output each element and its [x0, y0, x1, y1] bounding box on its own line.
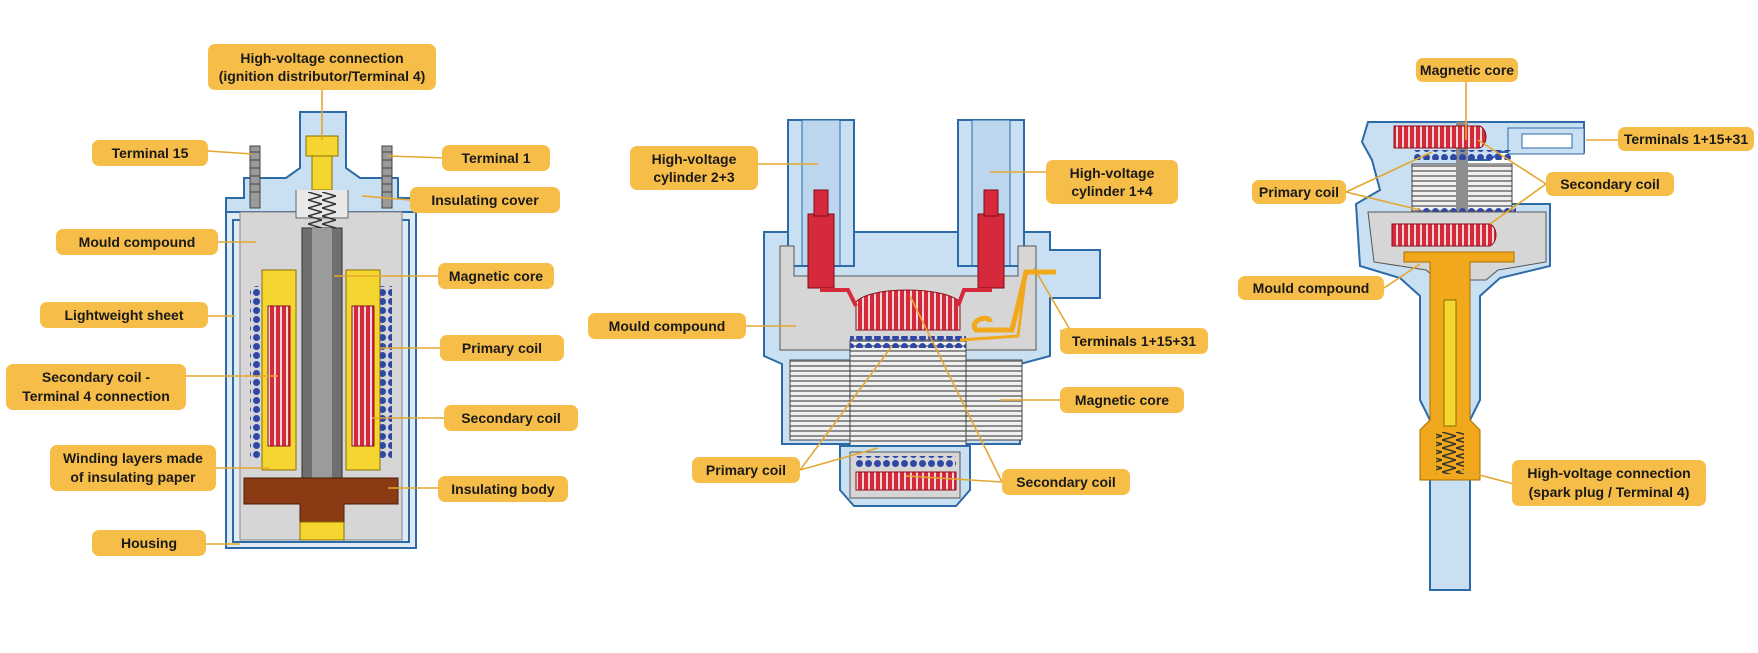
left-terminal-15-thread [250, 151, 260, 193]
svg-text:(spark plug / Terminal 4): (spark plug / Terminal 4) [1529, 484, 1690, 500]
svg-text:Winding layers made: Winding layers made [63, 450, 203, 466]
svg-text:Secondary coil: Secondary coil [461, 410, 561, 426]
mid-pin-right-top [983, 189, 999, 217]
svg-text:Secondary coil: Secondary coil [1560, 176, 1660, 192]
label-left-insulating-body: Insulating body [438, 476, 568, 502]
left-magnetic-core-inner [312, 228, 332, 518]
mid-pin-left [807, 213, 835, 289]
label-right-magnetic-core: Magnetic core [1416, 58, 1518, 82]
left-secondary-red-right [351, 305, 375, 447]
label-right-mould-compound: Mould compound [1238, 276, 1384, 300]
svg-text:Secondary coil -: Secondary coil - [42, 369, 150, 385]
label-mid-terminals: Terminals 1+15+31 [1060, 328, 1208, 354]
label-right-primary-coil: Primary coil [1252, 180, 1346, 204]
svg-text:Primary coil: Primary coil [706, 462, 786, 478]
svg-text:Terminal 4 connection: Terminal 4 connection [22, 388, 170, 404]
right-top-primary [1412, 150, 1512, 160]
left-spring [308, 192, 336, 228]
svg-text:Lightweight sheet: Lightweight sheet [65, 307, 184, 323]
left-terminal-1-thread [382, 151, 392, 193]
mid-upper-secondary [855, 289, 961, 331]
mid-lower-primary [856, 456, 956, 468]
label-left-housing: Housing [92, 530, 206, 556]
label-left-winding-layers: Winding layers made of insulating paper [50, 445, 216, 491]
right-hv-rod [1443, 299, 1457, 427]
label-right-secondary-coil: Secondary coil [1546, 172, 1674, 196]
svg-text:Mould compound: Mould compound [1253, 280, 1370, 296]
label-left-primary-coil: Primary coil [440, 335, 564, 361]
right-top-secondary [1393, 125, 1487, 149]
svg-text:Magnetic core: Magnetic core [1420, 62, 1514, 78]
svg-text:High-voltage connection: High-voltage connection [1527, 465, 1690, 481]
mid-terminal-wire [971, 269, 1056, 333]
mid-hv-wires [820, 288, 992, 307]
svg-text:Magnetic core: Magnetic core [449, 268, 543, 284]
right-leaders [1345, 82, 1620, 485]
svg-text:Terminals 1+15+31: Terminals 1+15+31 [1072, 333, 1196, 349]
left-wire-dots-left [250, 286, 262, 458]
left-wire-dots-right [380, 286, 392, 458]
label-left-insulating-cover: Insulating cover [410, 187, 560, 213]
label-left-mould-compound: Mould compound [56, 229, 218, 255]
svg-text:Primary coil: Primary coil [1259, 184, 1339, 200]
left-terminal-1-stud [381, 145, 393, 209]
svg-text:Mould compound: Mould compound [79, 234, 196, 250]
svg-text:(ignition distributor/Terminal: (ignition distributor/Terminal 4) [219, 68, 426, 84]
mid-lower-secondary [855, 471, 957, 491]
label-mid-secondary-coil: Secondary coil [1002, 469, 1130, 495]
label-mid-primary-coil: Primary coil [692, 457, 800, 483]
svg-text:High-voltage connection: High-voltage connection [240, 50, 403, 66]
label-left-terminal-15: Terminal 15 [92, 140, 208, 166]
left-terminal-15-stud [249, 145, 261, 209]
label-right-hv-connection: High-voltage connection (spark plug / Te… [1512, 460, 1706, 506]
label-left-secondary-coil: Secondary coil [444, 405, 578, 431]
label-left-magnetic-core: Magnetic core [438, 263, 554, 289]
svg-text:Magnetic core: Magnetic core [1075, 392, 1169, 408]
left-housing-foot [299, 521, 345, 541]
right-hv-conductor [1403, 251, 1515, 481]
svg-text:High-voltage: High-voltage [1070, 165, 1155, 181]
mid-pin-right [977, 213, 1005, 289]
right-terminal-connector-inner [1521, 133, 1573, 149]
right-spring [1436, 432, 1464, 474]
right-lower-secondary [1391, 223, 1497, 247]
label-left-lightweight-sheet: Lightweight sheet [40, 302, 208, 328]
left-coil-diagram [225, 111, 417, 549]
svg-text:Terminal 15: Terminal 15 [112, 145, 189, 161]
left-hv-terminal-stem [311, 155, 333, 191]
svg-text:Housing: Housing [121, 535, 177, 551]
svg-text:High-voltage: High-voltage [652, 151, 737, 167]
middle-coil-diagram [763, 119, 1101, 507]
label-mid-magnetic-core: Magnetic core [1060, 387, 1184, 413]
mid-magnetic-core-center [849, 339, 967, 451]
svg-text:Mould compound: Mould compound [609, 318, 726, 334]
svg-text:Terminals 1+15+31: Terminals 1+15+31 [1624, 131, 1748, 147]
svg-text:Insulating cover: Insulating cover [431, 192, 539, 208]
label-mid-mould-compound: Mould compound [588, 313, 746, 339]
label-left-terminal-1: Terminal 1 [442, 145, 550, 171]
svg-text:Insulating body: Insulating body [451, 481, 555, 497]
mid-pin-left-top [813, 189, 829, 217]
label-right-terminals: Terminals 1+15+31 [1618, 127, 1754, 151]
label-mid-hv-cyl-23: High-voltage cylinder 2+3 [630, 146, 758, 190]
label-left-secondary-coil-terminal-4: Secondary coil - Terminal 4 connection [6, 364, 186, 410]
right-coil-diagram [1354, 121, 1585, 591]
left-leaders [186, 82, 458, 545]
svg-text:Primary coil: Primary coil [462, 340, 542, 356]
svg-text:cylinder 1+4: cylinder 1+4 [1071, 183, 1153, 199]
svg-text:Terminal 1: Terminal 1 [462, 150, 531, 166]
mid-terminal-wire-2 [959, 271, 1028, 342]
svg-text:Secondary coil: Secondary coil [1016, 474, 1116, 490]
svg-text:cylinder 2+3: cylinder 2+3 [653, 169, 735, 185]
label-left-hv-connection: High-voltage connection (ignition distri… [208, 44, 436, 90]
mid-upper-primary [850, 336, 966, 348]
label-mid-hv-cyl-14: High-voltage cylinder 1+4 [1046, 160, 1178, 204]
svg-text:of insulating paper: of insulating paper [70, 469, 196, 485]
